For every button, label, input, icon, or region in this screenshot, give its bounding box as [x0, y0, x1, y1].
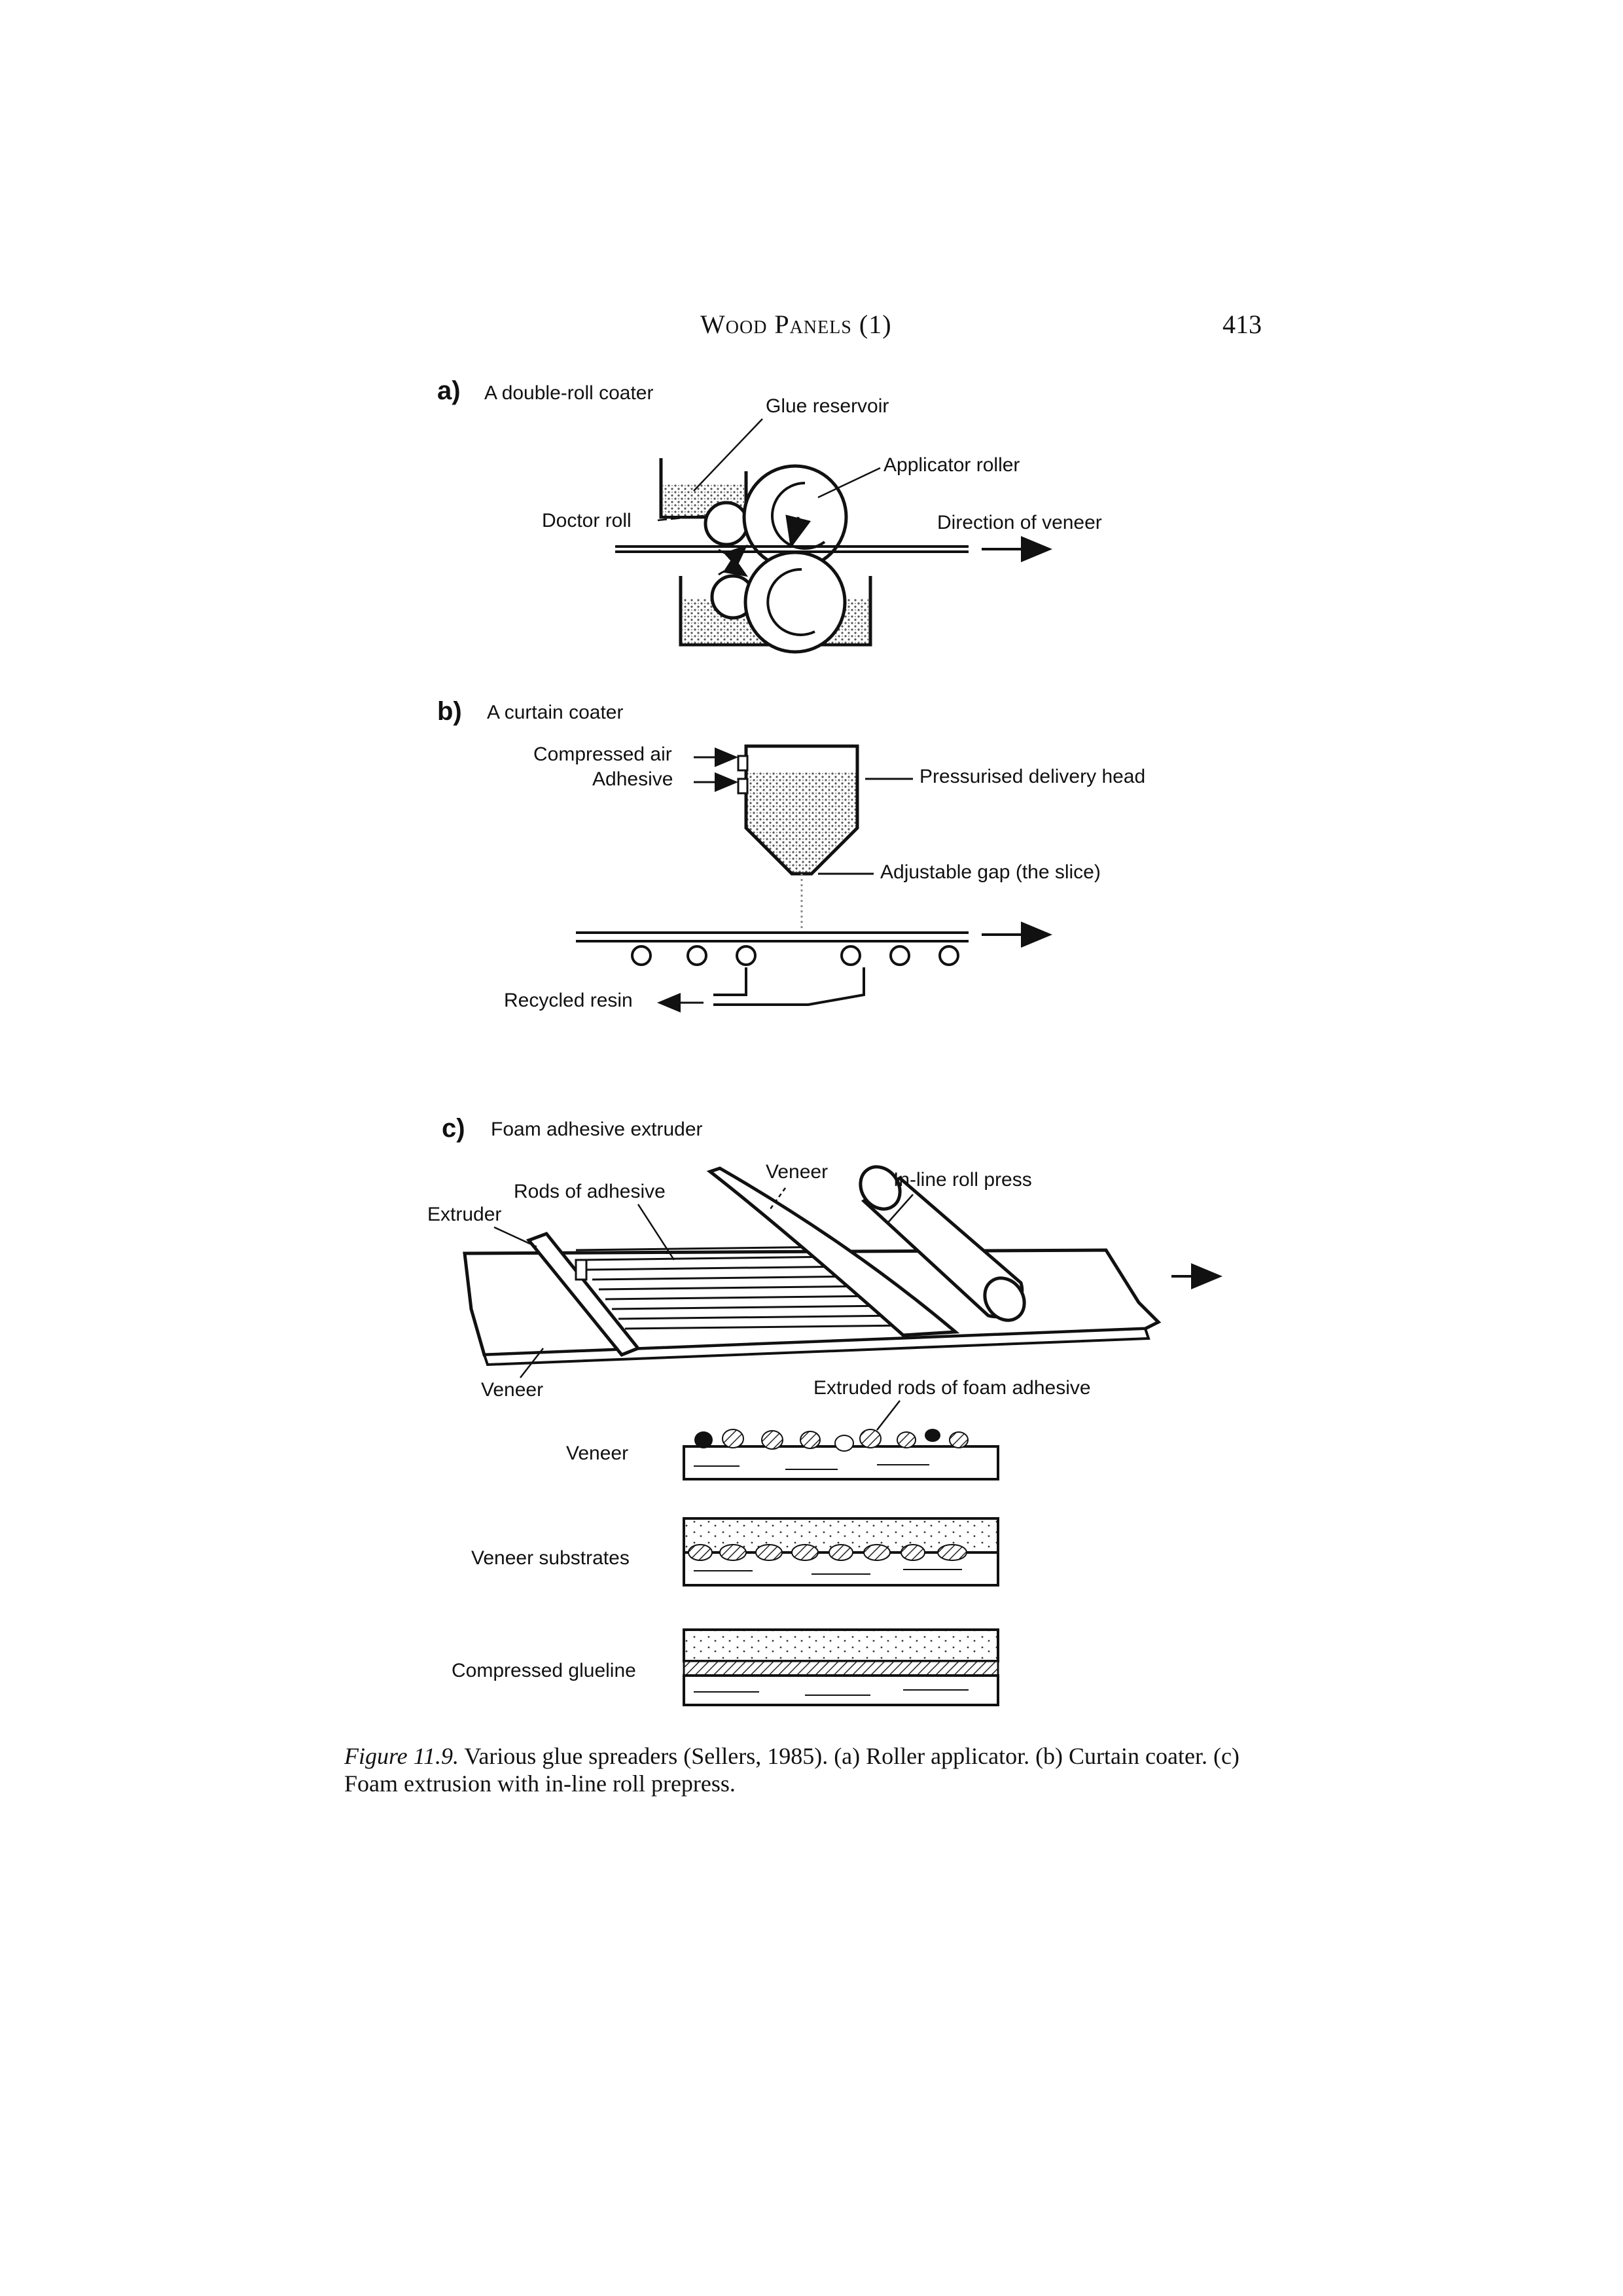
- panel-c: c) Foam adhesive extruder: [427, 1114, 1222, 1706]
- label-extruder: Extruder: [427, 1204, 501, 1225]
- panel-c-letter: c): [442, 1114, 465, 1143]
- lower-applicator-roller: [743, 550, 847, 654]
- panel-b-title: A curtain coater: [487, 702, 623, 723]
- panel-a-letter: a): [437, 376, 461, 405]
- panel-a: a) A double-roll coater: [437, 376, 1102, 654]
- label-doctor-roll: Doctor roll: [542, 510, 632, 531]
- label-glue-reservoir: Glue reservoir: [766, 395, 889, 417]
- panel-b-letter: b): [437, 697, 462, 726]
- page-number: 413: [1222, 310, 1262, 339]
- conveyor: [576, 922, 1052, 966]
- cross-section-veneer-substrates: [683, 1517, 999, 1587]
- label-applicator-roller: Applicator roller: [883, 454, 1020, 476]
- label-recycled-resin: Recycled resin: [504, 990, 633, 1011]
- panel-c-title: Foam adhesive extruder: [491, 1119, 703, 1140]
- running-head: Wood Panels (1): [700, 310, 892, 339]
- top-veneer-sheet: [706, 1166, 960, 1337]
- label-adhesive: Adhesive: [592, 768, 673, 790]
- recycle-trough: [713, 967, 747, 996]
- figure-caption: Figure 11.9. Various glue spreaders (Sel…: [344, 1742, 1280, 1797]
- cross-section-compressed-glueline: [683, 1628, 999, 1706]
- label-rods-of-adhesive: Rods of adhesive: [514, 1181, 666, 1202]
- panel-b: b) A curtain coater Compressed air Adhes…: [437, 697, 1145, 1013]
- label-compressed-air: Compressed air: [533, 744, 672, 765]
- inline-roll-press: [859, 1165, 1026, 1322]
- label-direction-of-veneer: Direction of veneer: [937, 512, 1102, 533]
- label-cs-veneer-substrates: Veneer substrates: [471, 1547, 630, 1569]
- label-veneer-bottom: Veneer: [481, 1379, 543, 1401]
- caption-label: Figure 11.9.: [344, 1743, 459, 1769]
- upper-doctor-roll: [704, 501, 749, 547]
- label-pressurised-delivery-head: Pressurised delivery head: [919, 766, 1145, 787]
- caption-text: Various glue spreaders (Sellers, 1985). …: [344, 1743, 1240, 1797]
- panel-a-title: A double-roll coater: [484, 382, 654, 404]
- label-inline-roll-press: In-line roll press: [893, 1169, 1032, 1191]
- label-adjustable-gap: Adjustable gap (the slice): [880, 861, 1101, 883]
- pressurised-delivery-head: [737, 744, 859, 876]
- label-cs-veneer: Veneer: [566, 1443, 628, 1464]
- label-cs-compressed-glueline: Compressed glueline: [452, 1660, 636, 1681]
- extruder-bar: [526, 1232, 641, 1357]
- adhesive-rods: [575, 1246, 910, 1330]
- cross-section-veneer: [683, 1429, 999, 1480]
- label-veneer-top: Veneer: [766, 1161, 828, 1183]
- label-extruded-rods: Extruded rods of foam adhesive: [813, 1377, 1091, 1399]
